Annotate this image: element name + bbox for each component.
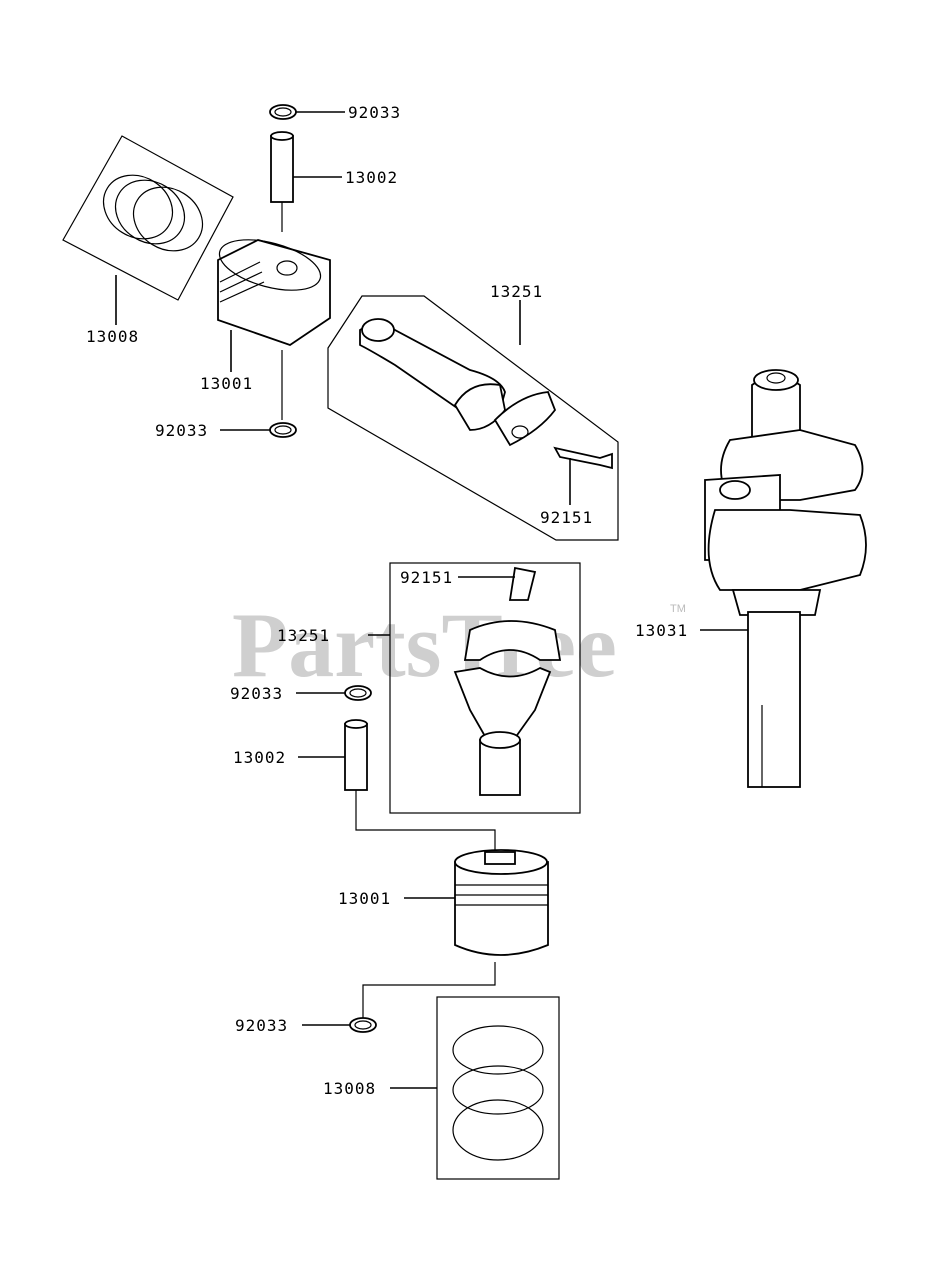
callout-92033-top[interactable]: 92033 (348, 103, 401, 122)
callout-92151-top[interactable]: 92151 (540, 508, 593, 527)
snap-ring-top[interactable] (269, 104, 297, 120)
callout-13008-lower[interactable]: 13008 (323, 1079, 376, 1098)
snap-ring-bottom[interactable] (349, 1017, 377, 1033)
callout-92151-lower[interactable]: 92151 (400, 568, 453, 587)
callout-13001-top[interactable]: 13001 (200, 374, 253, 393)
watermark-trademark: TM (670, 603, 686, 615)
callout-13251-top[interactable]: 13251 (490, 282, 543, 301)
callout-13002-top[interactable]: 13002 (345, 168, 398, 187)
piston-lower[interactable] (454, 849, 549, 956)
callout-92033-bottom[interactable]: 92033 (235, 1016, 288, 1035)
snap-ring-lower[interactable] (269, 422, 297, 438)
piston-ring-set-lower[interactable] (436, 996, 560, 1180)
callout-13251-lower[interactable]: 13251 (277, 626, 330, 645)
piston-pin-top[interactable] (270, 131, 294, 203)
callout-13031[interactable]: 13031 (635, 621, 688, 640)
watermark-text: PartsTree (232, 594, 617, 696)
connecting-rod-assembly-lower[interactable] (389, 562, 581, 814)
callout-92033-lower[interactable]: 92033 (155, 421, 208, 440)
piston-to-ring-line (362, 962, 496, 1018)
piston-ring-set-top[interactable] (62, 135, 234, 301)
callout-13002-lower[interactable]: 13002 (233, 748, 286, 767)
snap-ring-mid[interactable] (344, 685, 372, 701)
callout-92033-mid[interactable]: 92033 (230, 684, 283, 703)
piston-pin-lower[interactable] (344, 719, 368, 791)
crankshaft[interactable] (704, 369, 867, 788)
callout-13001-lower[interactable]: 13001 (338, 889, 391, 908)
callout-13008-top[interactable]: 13008 (86, 327, 139, 346)
pin-to-piston-line (355, 790, 496, 855)
connecting-rod-assembly-top[interactable] (327, 295, 619, 541)
piston-top[interactable] (214, 230, 331, 346)
